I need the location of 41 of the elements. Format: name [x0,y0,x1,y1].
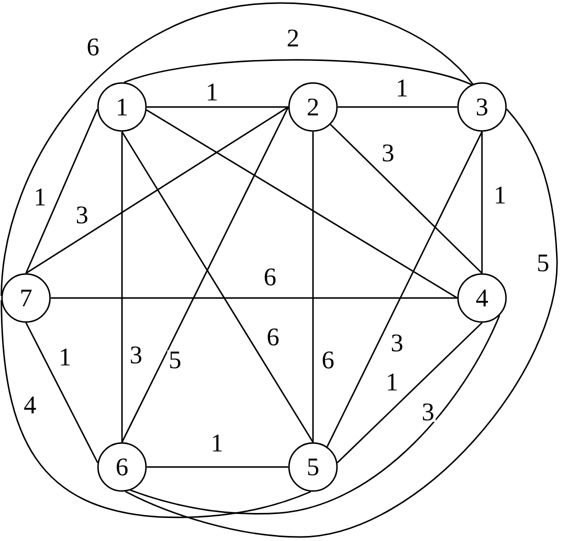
curved-edge [0,2,474,296]
curved-edge [124,59,472,86]
edge-label: 3 [128,345,144,365]
edge-label: 1 [492,185,508,205]
curved-edge [130,315,500,514]
edge-label: 2 [285,28,301,48]
edge-label: 1 [57,347,73,367]
edge-line [312,132,314,442]
edge-label: 6 [85,37,101,57]
edge-label: 1 [384,372,400,392]
edge-label: 1 [32,187,48,207]
edge-line [330,124,483,274]
edge-line [25,322,98,464]
edge-label: 1 [394,78,410,98]
edge-label: 1 [204,82,220,102]
edge-label: 3 [74,205,90,225]
edge-line [121,132,123,442]
edge-label: 3 [389,333,405,353]
edge-label: 6 [265,327,281,347]
edge-label: 6 [262,267,278,287]
edge-label: 6 [320,350,336,370]
edge-line [338,106,458,108]
edge-label: 3 [420,402,436,422]
edge-line [481,132,483,274]
edge-label: 5 [535,253,551,273]
edge-line [121,131,314,443]
edge-line [50,297,458,299]
edge-line [146,466,288,468]
edge-line [146,106,288,108]
edge-line [326,131,483,448]
edge-label: 3 [380,143,396,163]
edge-line [336,322,482,464]
edge-line [25,108,98,274]
edge-line [121,106,289,443]
edge-label: 5 [167,350,183,370]
edge-label: 4 [22,395,38,415]
curved-edge [125,108,558,538]
edge-line [26,106,289,274]
curved-edge [0,300,312,518]
edge-line [146,109,458,299]
edge-label: 1 [209,433,225,453]
